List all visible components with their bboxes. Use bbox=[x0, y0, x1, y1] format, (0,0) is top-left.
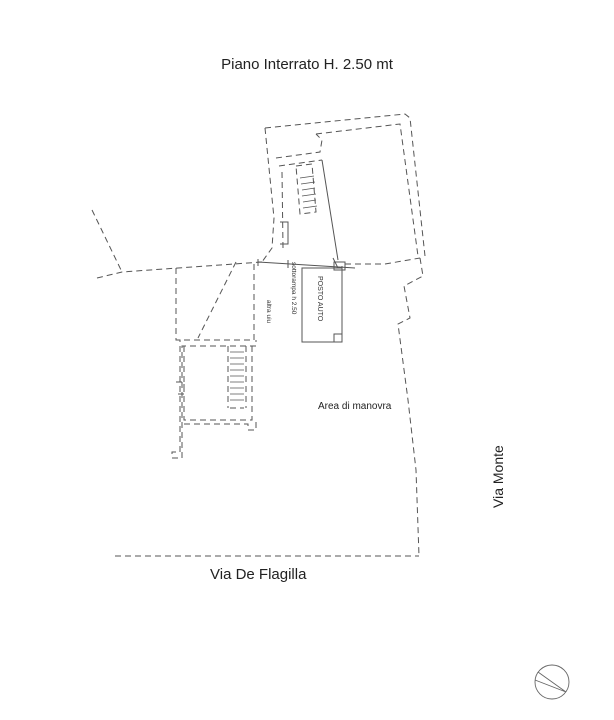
other-unit-label: altra uiu bbox=[265, 300, 272, 324]
drawing-title: Piano Interrato H. 2.50 mt bbox=[221, 56, 393, 73]
upper-stair-hall bbox=[275, 133, 323, 159]
street-label-right: Via Monte bbox=[490, 445, 506, 508]
property-line-right bbox=[345, 257, 421, 265]
street-label-bottom: Via De Flagilla bbox=[210, 566, 307, 583]
upper-building-outline bbox=[264, 113, 426, 257]
upper-building-inner bbox=[315, 123, 419, 257]
ramp-wall bbox=[257, 261, 356, 269]
under-ramp-label: sottorampa h 2.50 bbox=[290, 262, 297, 315]
left-building-inner bbox=[183, 346, 253, 421]
boundary-right bbox=[397, 257, 424, 557]
maneuver-area-label: Area di manovra bbox=[318, 401, 392, 412]
left-building-outline bbox=[175, 262, 255, 341]
parking-space-label: POSTO AUTO bbox=[316, 276, 323, 322]
upper-stair bbox=[295, 163, 317, 215]
upper-building-left bbox=[261, 127, 275, 263]
north-arrow-icon bbox=[534, 664, 570, 700]
ramp-diagonal bbox=[197, 261, 237, 339]
lower-stair bbox=[227, 346, 247, 409]
ramp-side-wall bbox=[321, 159, 339, 261]
property-line bbox=[96, 261, 263, 279]
boundary-line-left bbox=[91, 209, 123, 273]
